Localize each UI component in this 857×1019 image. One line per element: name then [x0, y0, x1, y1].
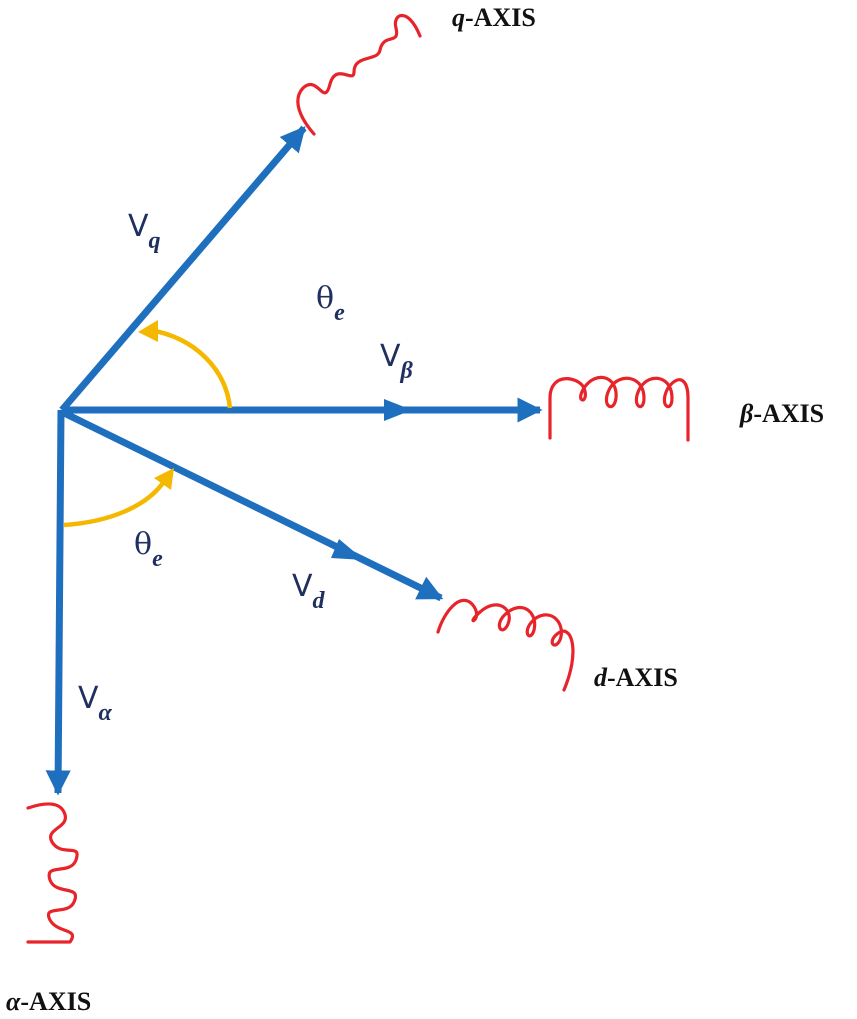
theta-upper-arc	[149, 327, 233, 409]
d-axis-label: d-AXIS	[594, 663, 678, 692]
theta-upper-arc-tip	[138, 320, 158, 342]
q-axis-label: q-AXIS	[452, 3, 536, 32]
d-axis-coil-icon	[436, 598, 575, 692]
vd-label: Vd	[292, 569, 326, 614]
beta-mid-arrow	[384, 399, 412, 421]
q-axis-vector	[59, 125, 307, 413]
vbeta-label: Vβ	[380, 339, 414, 384]
alpha-axis-vector	[45, 409, 71, 796]
d-axis-vector	[60, 408, 444, 602]
theta-lower-label: θe	[134, 527, 163, 572]
q-axis-coil-icon	[296, 14, 422, 136]
alpha-axis-label: α-AXIS	[6, 987, 91, 1016]
theta-lower-arc-tip	[154, 468, 174, 490]
d-mid-arrow	[331, 539, 364, 560]
theta-lower-arc	[63, 478, 167, 528]
valpha-label: Vα	[78, 681, 113, 726]
theta-upper-label: θe	[316, 281, 345, 326]
alpha-axis-coil-icon	[26, 802, 79, 944]
vq-label: Vq	[128, 209, 161, 254]
beta-axis-coil-icon	[548, 375, 690, 442]
beta-axis-label: β-AXIS	[739, 399, 824, 428]
